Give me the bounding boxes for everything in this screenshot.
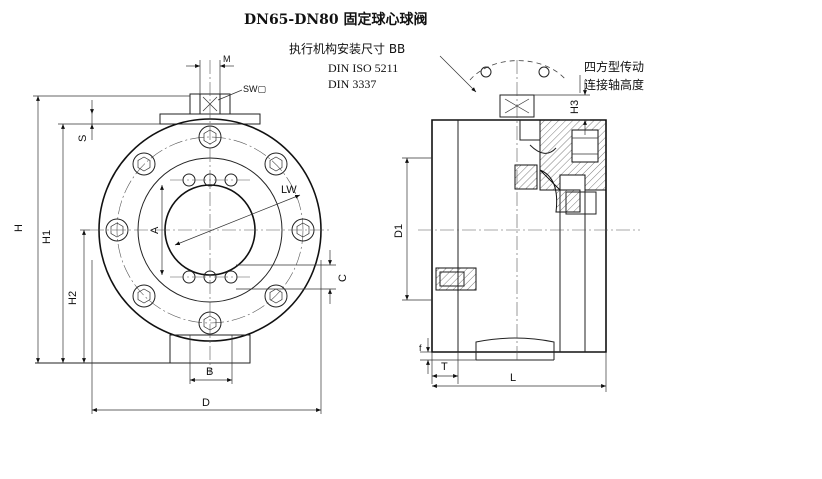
standard-iso-5211: DIN ISO 5211	[328, 61, 398, 75]
seat-right	[565, 191, 597, 215]
bottom-boss	[475, 337, 555, 352]
ball-section	[539, 169, 581, 213]
dim-f: f	[419, 343, 422, 353]
front-view	[35, 60, 330, 375]
dim-sw: SW▢	[243, 84, 266, 94]
dim-d1: D1	[393, 224, 405, 238]
dim-b: B	[206, 366, 213, 378]
stem-note-square-drive: 四方型传动	[584, 59, 644, 74]
dim-h1: H1	[41, 230, 53, 244]
dim-h: H	[13, 224, 25, 232]
mounting-arc	[469, 60, 567, 81]
drawing-title: DN65-DN80 固定球心球阀	[244, 11, 428, 28]
dim-h2: H2	[67, 291, 79, 305]
dim-lw: LW	[281, 184, 297, 196]
front-view-dimensions: M SW▢ H H1 H2 S A LW C	[13, 54, 349, 414]
dim-s: S	[77, 135, 89, 142]
dim-d: D	[202, 397, 210, 409]
stem-bore	[571, 129, 599, 163]
dim-t: T	[441, 361, 448, 373]
actuator-note-leader	[439, 55, 477, 93]
stem-seal	[529, 144, 557, 154]
mounting-hole-right	[538, 66, 550, 78]
side-view-dimensions: D1 H3 f T L	[393, 80, 607, 392]
stem-note-shaft-height: 连接轴高度	[584, 77, 644, 92]
dim-h3: H3	[569, 100, 581, 114]
actuator-mounting-note: 执行机构安装尺寸 BB	[289, 41, 405, 56]
bottom-bolt-section	[435, 267, 477, 291]
dim-l: L	[510, 372, 516, 384]
standard-din-3337: DIN 3337	[328, 77, 376, 91]
dim-a: A	[149, 226, 161, 234]
mounting-hole-left	[480, 66, 492, 78]
dim-m: M	[223, 54, 231, 64]
side-view	[418, 60, 640, 361]
dim-c: C	[337, 274, 349, 282]
seat-left-section	[514, 164, 538, 190]
